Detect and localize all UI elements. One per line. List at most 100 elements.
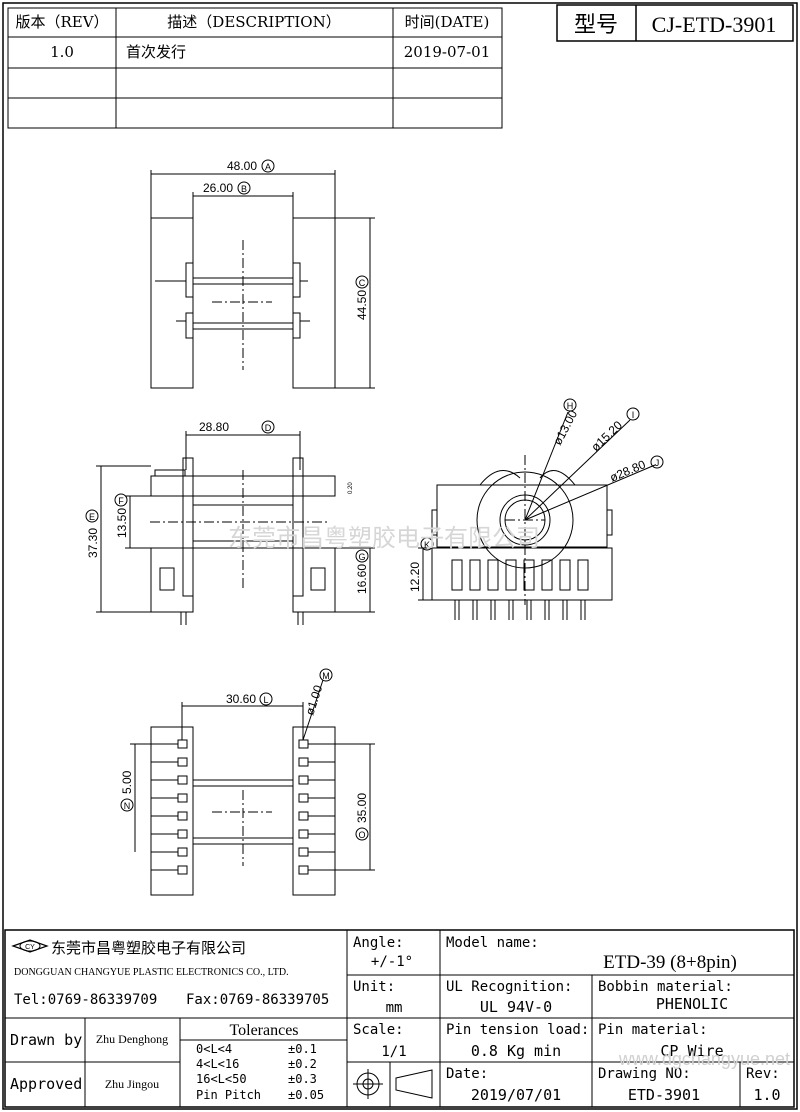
tolerance-value: ±0.2 xyxy=(288,1057,317,1071)
dim-m-marker xyxy=(319,668,333,682)
tolerance-value: ±0.1 xyxy=(288,1042,317,1056)
tolerance-range: 0<L<4 xyxy=(196,1042,232,1056)
dim-j-letter: J xyxy=(655,458,660,468)
company-name-cn: 东莞市昌粤塑胶电子有限公司 xyxy=(51,939,246,957)
dim-n: 5.00 xyxy=(120,770,134,794)
pin-tension-label: Pin tension load: xyxy=(446,1022,589,1038)
unit-value: mm xyxy=(386,1000,403,1016)
drawn-by-value: Zhu Denghong xyxy=(96,1032,168,1046)
dim-k-letter: K xyxy=(424,540,430,550)
bobbin-value: PHENOLIC xyxy=(656,995,728,1013)
bobbin-label: Bobbin material: xyxy=(598,979,733,995)
revision-table xyxy=(7,7,503,129)
dim-j-marker xyxy=(650,455,664,469)
angle-value: +/-1° xyxy=(371,954,413,970)
company-fax: Fax:0769-86339705 xyxy=(186,992,329,1008)
drawing-no-label: Drawing NO: xyxy=(598,1066,691,1082)
dim-o: 35.00 xyxy=(355,793,369,823)
dim-j: ø28.80 xyxy=(608,457,648,485)
approved-value: Zhu Jingou xyxy=(105,1077,159,1091)
watermark: 东莞市昌粤塑胶电子有限公司 xyxy=(228,524,540,552)
desc-header: 描述（DESCRIPTION） xyxy=(167,13,340,31)
model-box-label: 型号 xyxy=(574,13,618,38)
side-view xyxy=(418,411,656,620)
model-name-value: ETD-39 (8+8pin) xyxy=(603,952,737,973)
dim-k-marker xyxy=(420,537,434,551)
approved-label: Approved xyxy=(10,1075,82,1093)
dim-h-marker xyxy=(563,398,577,412)
date-label: Date: xyxy=(446,1066,488,1082)
model-name-label: Model name: xyxy=(446,935,539,951)
dim-m-letter: M xyxy=(322,671,330,681)
dim-o-marker xyxy=(355,827,369,841)
dim-i-marker xyxy=(626,407,640,421)
dim-l-letter: L xyxy=(263,695,268,705)
drawn-by-label: Drawn by xyxy=(10,1031,82,1049)
dim-b-letter: B xyxy=(241,184,247,194)
front-view xyxy=(96,431,375,625)
tolerance-value: ±0.3 xyxy=(288,1072,317,1086)
dim-e: 37.30 xyxy=(86,528,100,558)
pin-tension-value: 0.8 Kg min xyxy=(471,1042,561,1060)
angle-label: Angle: xyxy=(353,935,404,951)
company-tel: Tel:0769-86339709 xyxy=(14,992,157,1008)
drawing-no-value: ETD-3901 xyxy=(628,1086,700,1104)
scale-label: Scale: xyxy=(353,1022,404,1038)
side-view-pins xyxy=(451,559,589,620)
desc-cell: 首次发行 xyxy=(126,43,186,61)
dim-a: 48.00 xyxy=(227,159,257,173)
date-value: 2019/07/01 xyxy=(471,1086,561,1104)
dim-m: ø1.00 xyxy=(303,683,326,717)
tolerance-range: 4<L<16 xyxy=(196,1057,239,1071)
site-watermark: www.dgchangyue.net xyxy=(618,1049,790,1069)
dim-i: ø15.20 xyxy=(588,418,625,454)
dim-c-marker xyxy=(355,275,369,289)
dim-small: 0.20 xyxy=(348,482,354,494)
dim-c-letter: C xyxy=(359,278,366,288)
tolerance-table: 0<L<4 ±0.1 4<L<16 ±0.2 16<L<50 ±0.3 Pin … xyxy=(196,1042,324,1102)
date-header: 时间(DATE) xyxy=(405,13,490,31)
dim-b: 26.00 xyxy=(203,181,233,195)
logo-text: CY xyxy=(25,944,35,951)
dim-d-marker xyxy=(261,420,275,434)
tolerance-range: 16<L<50 xyxy=(196,1072,247,1086)
dim-g: 16.60 xyxy=(355,564,369,594)
dim-d: 28.80 xyxy=(199,420,229,434)
tolerances-label: Tolerances xyxy=(229,1022,298,1039)
dim-l-marker xyxy=(259,692,273,706)
rev-header: 版本（REV） xyxy=(15,13,108,31)
dim-k: 12.20 xyxy=(408,562,422,592)
dim-o-letter: O xyxy=(358,830,365,840)
dim-e-letter: E xyxy=(89,512,95,522)
dim-c: 44.50 xyxy=(355,290,369,320)
dim-g-letter: G xyxy=(358,552,365,562)
dim-n-marker xyxy=(120,798,134,812)
pin-material-value: CP Wire xyxy=(660,1042,723,1060)
company-name-en: DONGGUAN CHANGYUE PLASTIC ELECTRONICS CO… xyxy=(14,967,289,978)
dim-e-marker xyxy=(85,509,99,523)
dim-h-letter: H xyxy=(567,401,574,411)
dim-l: 30.60 xyxy=(226,692,256,706)
date-cell: 2019-07-01 xyxy=(404,43,490,61)
title-block-grid xyxy=(4,929,795,1108)
tolerance-range: Pin Pitch xyxy=(196,1088,261,1102)
ul-value: UL 94V-0 xyxy=(480,998,552,1016)
dim-n-letter: N xyxy=(124,801,131,811)
rev-value: 1.0 xyxy=(753,1086,780,1104)
dim-f-letter: F xyxy=(118,496,124,506)
pin-material-label: Pin material: xyxy=(598,1022,708,1038)
model-box xyxy=(556,4,794,42)
dim-i-letter: I xyxy=(632,410,635,420)
scale-value: 1/1 xyxy=(381,1044,406,1060)
dim-a-letter: A xyxy=(265,162,271,172)
ul-label: UL Recognition: xyxy=(446,979,572,995)
company-logo: CY xyxy=(11,939,49,953)
dim-a-marker xyxy=(261,159,275,173)
top-view xyxy=(150,170,375,389)
dim-g-marker xyxy=(355,549,369,563)
projection-symbol xyxy=(353,1069,433,1099)
unit-label: Unit: xyxy=(353,979,395,995)
model-box-value: CJ-ETD-3901 xyxy=(652,12,777,37)
dim-f: 13.50 xyxy=(115,508,129,538)
